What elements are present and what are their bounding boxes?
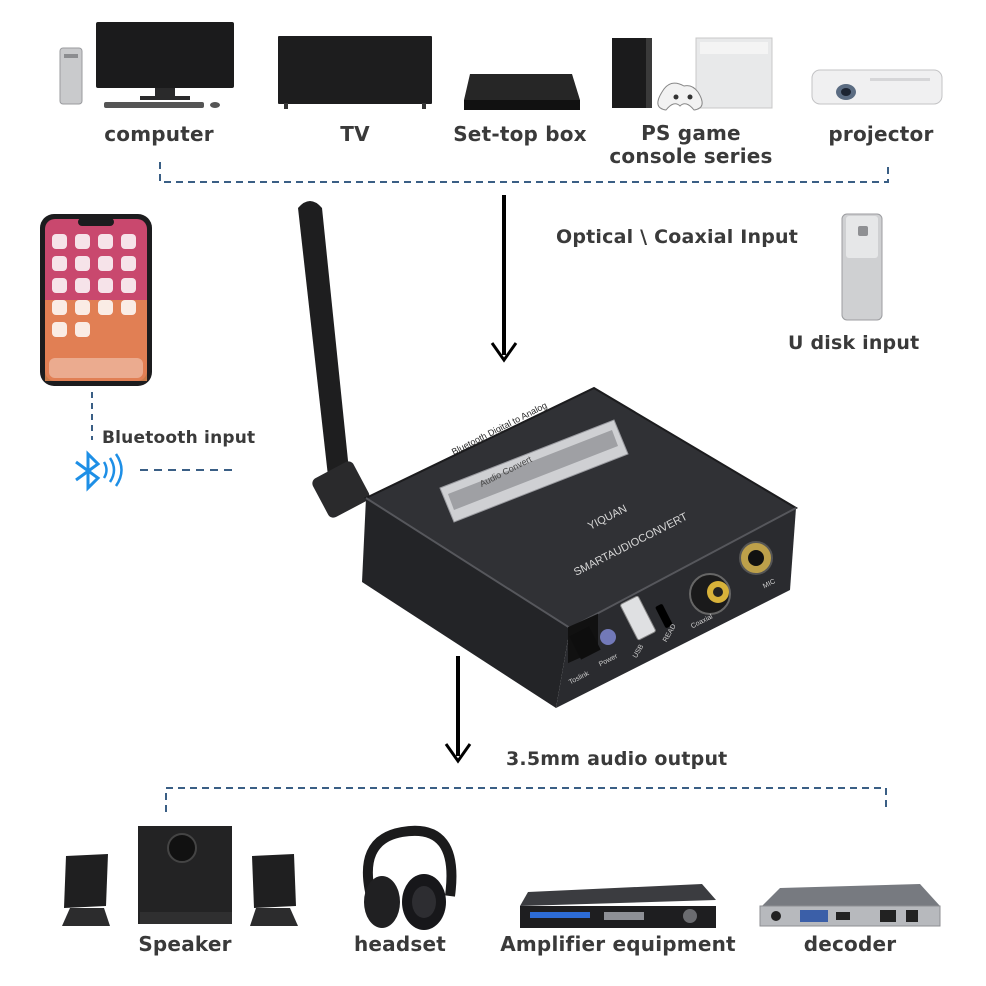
output-down-arrow bbox=[444, 656, 472, 764]
headset-icon bbox=[362, 825, 457, 930]
label-headset: headset bbox=[353, 932, 447, 956]
converter-device bbox=[298, 201, 799, 708]
input-down-arrow bbox=[490, 195, 518, 363]
label-projector: projector bbox=[828, 122, 934, 146]
speaker-icon bbox=[62, 826, 298, 926]
label-optical-coaxial-input: Optical \ Coaxial Input bbox=[556, 226, 799, 248]
computer-monitor-icon bbox=[96, 22, 234, 108]
ps-console-icon bbox=[612, 37, 773, 111]
label-tv: TV bbox=[340, 122, 370, 146]
top-dashed-bracket bbox=[159, 162, 889, 183]
label-amplifier: Amplifier equipment bbox=[500, 932, 736, 956]
set-top-box-icon bbox=[464, 74, 580, 110]
label-u-disk-input: U disk input bbox=[788, 332, 920, 354]
computer-tower-icon bbox=[59, 47, 83, 105]
smartphone-icon bbox=[40, 214, 152, 386]
u-disk-icon bbox=[841, 213, 883, 321]
decoder-icon bbox=[759, 884, 941, 927]
bluetooth-icon bbox=[75, 450, 123, 492]
label-set-top-box: Set-top box bbox=[453, 122, 587, 146]
label-bluetooth-input: Bluetooth input bbox=[102, 428, 256, 448]
label-ps-line2: console series bbox=[609, 144, 773, 168]
amplifier-icon bbox=[520, 884, 716, 928]
projector-icon bbox=[811, 69, 943, 105]
tv-icon bbox=[278, 36, 432, 109]
label-audio-output: 3.5mm audio output bbox=[506, 748, 728, 770]
label-ps-console: PS game console series bbox=[596, 122, 786, 168]
label-speaker: Speaker bbox=[138, 932, 232, 956]
bottom-dashed-bracket bbox=[165, 787, 887, 812]
label-computer: computer bbox=[104, 122, 214, 146]
label-ps-line1: PS game bbox=[641, 121, 741, 145]
label-decoder: decoder bbox=[803, 932, 897, 956]
